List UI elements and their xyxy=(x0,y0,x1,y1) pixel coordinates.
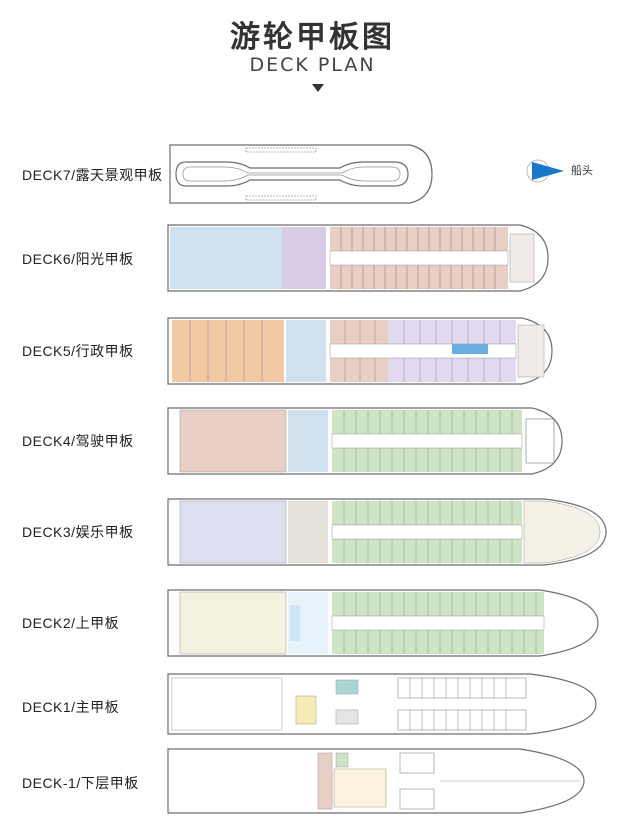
deck1-teal-room xyxy=(335,679,359,695)
deck1-crew-cabins-top xyxy=(397,677,527,699)
deckm1-green-room xyxy=(335,752,349,768)
deck6-cabin-dividers xyxy=(340,227,496,289)
deck4-plan xyxy=(167,407,563,475)
deck6-lounge xyxy=(282,227,326,289)
deck1-dividers xyxy=(409,678,507,730)
deck7-track-inner xyxy=(182,166,401,182)
deck-label-4: DECK4/驾驶甲板 xyxy=(22,433,134,449)
deck4-cabins-bottom xyxy=(332,448,522,472)
deck1-yellow-room xyxy=(295,695,317,725)
deck6-cabins-top xyxy=(330,227,508,251)
deck-label-m1: DECK-1/下层甲板 xyxy=(22,775,139,791)
deck2-cabins-bottom xyxy=(332,630,544,654)
deck6-plan xyxy=(167,224,549,292)
deck3-cabins-top xyxy=(332,501,522,525)
deckm1-cabins-bottom xyxy=(399,788,435,810)
deck3-bow-deck xyxy=(523,500,601,564)
deck4-cabins-top xyxy=(332,410,522,434)
deck3-lobby xyxy=(288,501,328,563)
page-title: 游轮甲板图 xyxy=(230,20,395,55)
deck2-dividers xyxy=(343,592,537,654)
deck-label-3: DECK3/娱乐甲板 xyxy=(22,524,134,540)
deckm1-plan xyxy=(167,748,585,814)
deck3-theatre xyxy=(179,500,287,564)
deck7-loungers-top xyxy=(245,147,317,153)
deck5-highlight-room xyxy=(452,344,488,354)
deck3-cabins-bottom xyxy=(332,539,522,563)
deck6-corridor xyxy=(329,250,509,266)
deck1-plan xyxy=(167,673,597,735)
deck5-bow-suite xyxy=(517,324,545,378)
deck2-plan xyxy=(167,589,599,657)
deck-label-6: DECK6/阳光甲板 xyxy=(22,251,134,267)
deck4-corridor xyxy=(331,433,523,449)
deck3-dividers xyxy=(343,501,513,563)
deck6-bow-suite xyxy=(509,233,535,283)
deck-label-1: DECK1/主甲板 xyxy=(22,699,120,715)
deck-label-5: DECK5/行政甲板 xyxy=(22,343,134,359)
deck5-dividers xyxy=(189,320,501,382)
deck2-cabins-top xyxy=(332,592,544,616)
deck5-cabins-top-pink xyxy=(330,320,388,344)
page-subtitle: DECK PLAN xyxy=(249,54,376,76)
deck7-hull xyxy=(169,144,433,204)
deck5-stern-suites xyxy=(172,320,284,382)
deck-label-7: DECK7/露天景观甲板 xyxy=(22,167,163,183)
deck7-plan xyxy=(169,144,433,204)
deckm1-pink-room xyxy=(317,752,333,810)
deck4-dividers xyxy=(343,410,513,472)
deck4-lobby xyxy=(288,410,328,472)
deck2-lobby-accent xyxy=(290,605,300,641)
deck1-crew-cabins-bottom xyxy=(397,709,527,731)
deck5-plan xyxy=(167,317,553,385)
deck1-stern-area xyxy=(171,677,283,731)
deckm1-cabins-top xyxy=(399,752,435,774)
deck5-lobby xyxy=(286,320,326,382)
deck6-cabins-bottom xyxy=(330,265,508,289)
bow-label: 船头 xyxy=(571,164,593,177)
deck5-cabins-bottom-pink xyxy=(330,358,388,382)
deck2-corridor xyxy=(331,615,545,631)
deck7-track xyxy=(175,161,409,187)
deck3-plan xyxy=(167,498,607,566)
deck4-restaurant xyxy=(179,409,287,473)
down-arrow-icon xyxy=(312,84,324,92)
deck7-loungers-bottom xyxy=(245,195,317,201)
deckm1-central-hall xyxy=(333,768,387,808)
deck5-corridor xyxy=(329,343,517,359)
bow-direction-icon xyxy=(526,159,564,183)
deck2-dining xyxy=(179,591,287,655)
deck6-sky-bar xyxy=(170,227,282,289)
deck4-bridge xyxy=(525,418,555,464)
deck1-grey-room xyxy=(335,709,359,725)
deck-label-2: DECK2/上甲板 xyxy=(22,615,120,631)
deck3-corridor xyxy=(331,524,523,540)
